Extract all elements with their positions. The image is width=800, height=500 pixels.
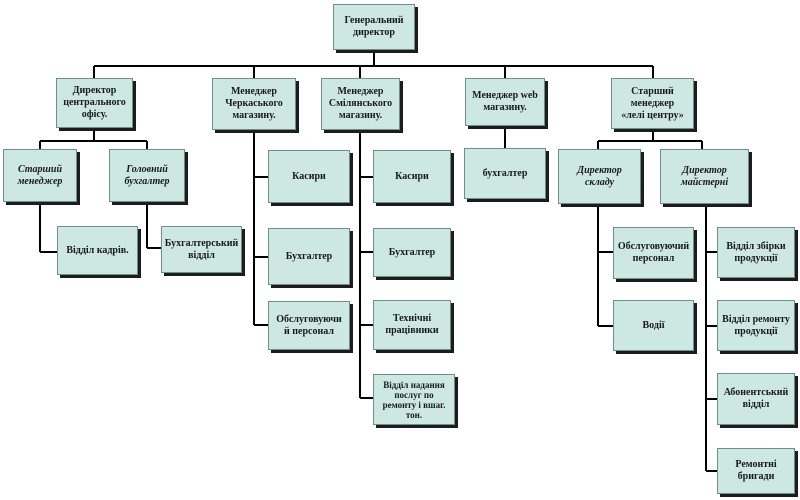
node-central-office-director: Директор центрального офісу.	[56, 78, 133, 128]
node-web-manager: Менеджер web магазину.	[465, 78, 545, 126]
node-smila-accountant: Бухгалтер	[373, 228, 451, 277]
node-smila-technical-workers: Технічні працівники	[373, 300, 451, 350]
node-web-accountant: бухгалтер	[464, 148, 546, 199]
node-service-staff: Обслуговуючий персонал	[613, 227, 694, 279]
node-workshop-director: Директор майстерні	[660, 149, 749, 204]
node-smila-repair-department: Відділ надання послуг по ремонту і вшаг.…	[373, 374, 455, 425]
node-subscriber-department: Абонентський відділ	[717, 373, 795, 425]
node-cherkasy-accountant: Бухгалтер	[268, 228, 350, 285]
node-accounting-department: Бухгалтерський відділ	[161, 226, 242, 273]
node-warehouse-director: Директор складу	[558, 149, 641, 204]
node-assembly-department: Відділ збірки продукції	[717, 227, 795, 278]
node-hr-department: Відділ кадрів.	[57, 226, 138, 275]
node-senior-manager: Старший менеджер	[3, 149, 77, 202]
node-chief-accountant: Головний бухгалтер	[109, 149, 185, 202]
node-repair-crews: Ремонтні бригади	[717, 448, 795, 494]
node-smila-cashiers: Касири	[373, 150, 451, 203]
node-cherkasy-cashiers: Касири	[268, 150, 350, 203]
node-drivers: Водії	[613, 300, 694, 351]
node-cherkasy-service-staff: Обслуговуючи й персонал	[268, 301, 350, 350]
node-general-director: Генеральний директор	[333, 4, 415, 50]
node-smila-manager: Менеджер Смілянського магазину.	[321, 78, 400, 130]
node-repair-department: Відділ ремонту продукції	[717, 300, 795, 351]
node-senior-manager-center: Старший менеджер «лелі центру»	[611, 78, 694, 129]
node-cherkasy-manager: Менеджер Черкаського магазину.	[212, 78, 296, 130]
